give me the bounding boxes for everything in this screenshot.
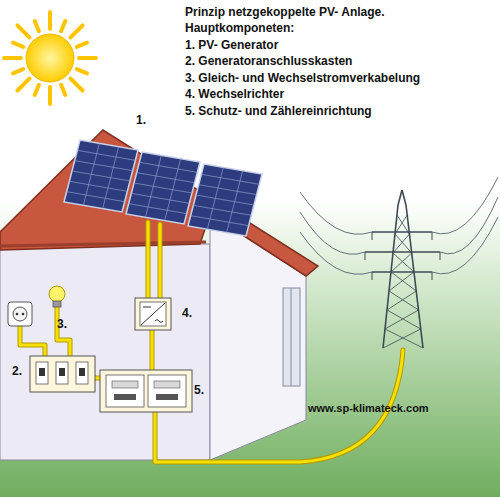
house (0, 130, 318, 460)
sun-ray (79, 56, 96, 60)
generator-junction-box (30, 356, 95, 392)
sun-ray (71, 25, 83, 37)
title: Prinzip netzgekoppelte PV- Anlage. (185, 5, 385, 19)
sun-ray (13, 43, 23, 47)
callout-number: 1. (136, 113, 146, 127)
solar-panel (188, 164, 262, 236)
lamp (49, 286, 65, 307)
sun-ray (71, 79, 83, 91)
legend-entry: 4. Wechselrichter (185, 87, 284, 101)
sun-ray (35, 21, 39, 31)
sun-ray (17, 25, 29, 37)
sun-ray (77, 69, 87, 73)
sun-ray (35, 85, 39, 95)
power-pylon (300, 177, 498, 348)
window (283, 288, 300, 386)
sun-ray (61, 21, 65, 31)
website-url: www.sp-klimateck.com (308, 401, 429, 415)
list-heading: Hauptkomponeten: (185, 21, 294, 35)
ground (0, 200, 500, 497)
wiring (20, 222, 403, 462)
meter-cabinet (100, 370, 192, 412)
sun-ray (13, 69, 23, 73)
sun-ray (17, 79, 29, 91)
sun-ray (61, 85, 65, 95)
solar-panel (64, 140, 138, 212)
legend-entry: 5. Schutz- und Zählereinrichtung (185, 104, 372, 118)
solar-panel (126, 152, 200, 224)
sun-ray (48, 87, 52, 104)
sun-ray (48, 12, 52, 29)
sun-ray (4, 56, 21, 60)
legend-entry: 3. Gleich- und Wechselstromverkabelung (185, 71, 420, 85)
legend-entry: 1. PV- Generator (185, 38, 278, 52)
inverter (135, 298, 171, 330)
sun-ray (77, 43, 87, 47)
callout-number: 4. (182, 306, 192, 320)
callout-number: 2. (12, 364, 22, 378)
callout-number: 3. (57, 317, 67, 331)
legend-entry: 2. Generatoranschlusskasten (185, 54, 352, 68)
sun (4, 12, 96, 104)
callout-number: 5. (194, 383, 204, 397)
socket (8, 302, 32, 326)
pv-generator (64, 140, 262, 236)
